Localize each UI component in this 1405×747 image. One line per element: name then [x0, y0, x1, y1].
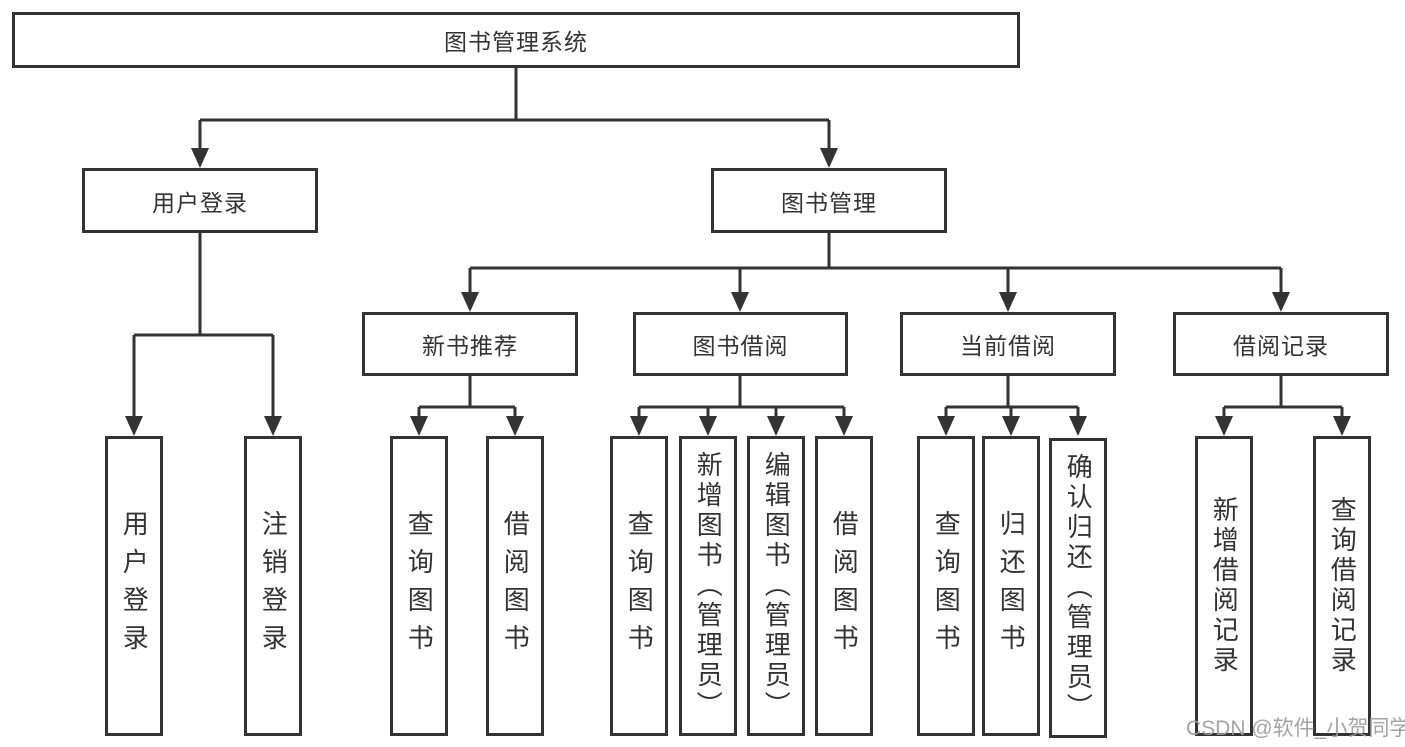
- arrow-down-icon: [999, 292, 1017, 312]
- leaf-recommend-borrow-books: 借阅图书: [486, 436, 544, 736]
- leaf-current-query-books-label: 查询图书: [931, 510, 962, 662]
- arrowhead-icons: [125, 148, 1351, 436]
- leaf-return-books-label: 归还图书: [996, 510, 1027, 662]
- leaf-add-borrow-record: 新增借阅记录: [1195, 436, 1253, 736]
- leaf-borrowing-borrow-books: 借阅图书: [815, 436, 873, 736]
- leaf-user-login-label: 用户登录: [119, 510, 150, 662]
- arrow-down-icon: [461, 292, 479, 312]
- node-user-login: 用户登录: [82, 168, 318, 233]
- arrow-down-icon: [506, 416, 524, 436]
- leaf-add-book-admin-label: 新增图书（管理员）: [693, 451, 724, 721]
- node-root: 图书管理系统: [12, 12, 1020, 68]
- leaf-recommend-query-books-label: 查询图书: [404, 510, 435, 662]
- node-root-label: 图书管理系统: [444, 29, 588, 55]
- arrow-down-icon: [1272, 292, 1290, 312]
- leaf-logout: 注销登录: [244, 436, 302, 736]
- node-book-management-label: 图书管理: [781, 189, 877, 216]
- leaf-recommend-query-books: 查询图书: [390, 436, 448, 736]
- leaf-edit-book-admin-label: 编辑图书（管理员）: [761, 451, 792, 721]
- leaf-user-login: 用户登录: [105, 436, 163, 736]
- arrow-down-icon: [125, 416, 143, 436]
- leaf-add-borrow-record-label: 新增借阅记录: [1209, 496, 1240, 676]
- arrow-down-icon: [767, 416, 785, 436]
- node-book-management: 图书管理: [711, 168, 947, 233]
- arrow-down-icon: [1069, 416, 1087, 436]
- leaf-borrowing-query-books: 查询图书: [610, 436, 668, 736]
- arrow-down-icon: [191, 148, 209, 168]
- leaf-add-book-admin: 新增图书（管理员）: [679, 436, 737, 736]
- node-new-book-recommend-label: 新书推荐: [422, 333, 518, 359]
- arrow-down-icon: [264, 416, 282, 436]
- arrow-down-icon: [835, 416, 853, 436]
- node-current-borrowing: 当前借阅: [900, 312, 1116, 376]
- watermark: CSDN @软件_小贺同学: [1186, 717, 1405, 740]
- arrow-down-icon: [630, 416, 648, 436]
- arrow-down-icon: [1215, 416, 1233, 436]
- arrow-down-icon: [410, 416, 428, 436]
- leaf-return-books: 归还图书: [982, 436, 1040, 736]
- leaf-confirm-return-admin-label: 确认归还（管理员）: [1063, 453, 1094, 723]
- node-current-borrowing-label: 当前借阅: [960, 333, 1056, 359]
- node-user-login-label: 用户登录: [152, 189, 248, 216]
- arrow-down-icon: [1333, 416, 1351, 436]
- leaf-recommend-borrow-books-label: 借阅图书: [500, 510, 531, 662]
- arrow-down-icon: [731, 292, 749, 312]
- leaf-edit-book-admin: 编辑图书（管理员）: [747, 436, 805, 736]
- arrow-down-icon: [699, 416, 717, 436]
- node-new-book-recommend: 新书推荐: [362, 312, 578, 376]
- leaf-query-borrow-record-label: 查询借阅记录: [1327, 496, 1358, 676]
- leaf-current-query-books: 查询图书: [917, 436, 975, 736]
- leaf-query-borrow-record: 查询借阅记录: [1313, 436, 1371, 736]
- node-borrowing-records-label: 借阅记录: [1233, 333, 1329, 359]
- leaf-borrowing-borrow-books-label: 借阅图书: [829, 510, 860, 662]
- leaf-confirm-return-admin: 确认归还（管理员）: [1049, 438, 1107, 738]
- node-book-borrowing-label: 图书借阅: [692, 333, 789, 359]
- node-book-borrowing: 图书借阅: [633, 312, 848, 376]
- leaf-borrowing-query-books-label: 查询图书: [624, 510, 655, 662]
- arrow-down-icon: [820, 148, 838, 168]
- leaf-logout-label: 注销登录: [258, 510, 289, 662]
- arrow-down-icon: [937, 416, 955, 436]
- node-borrowing-records: 借阅记录: [1173, 312, 1389, 376]
- arrow-down-icon: [1002, 416, 1020, 436]
